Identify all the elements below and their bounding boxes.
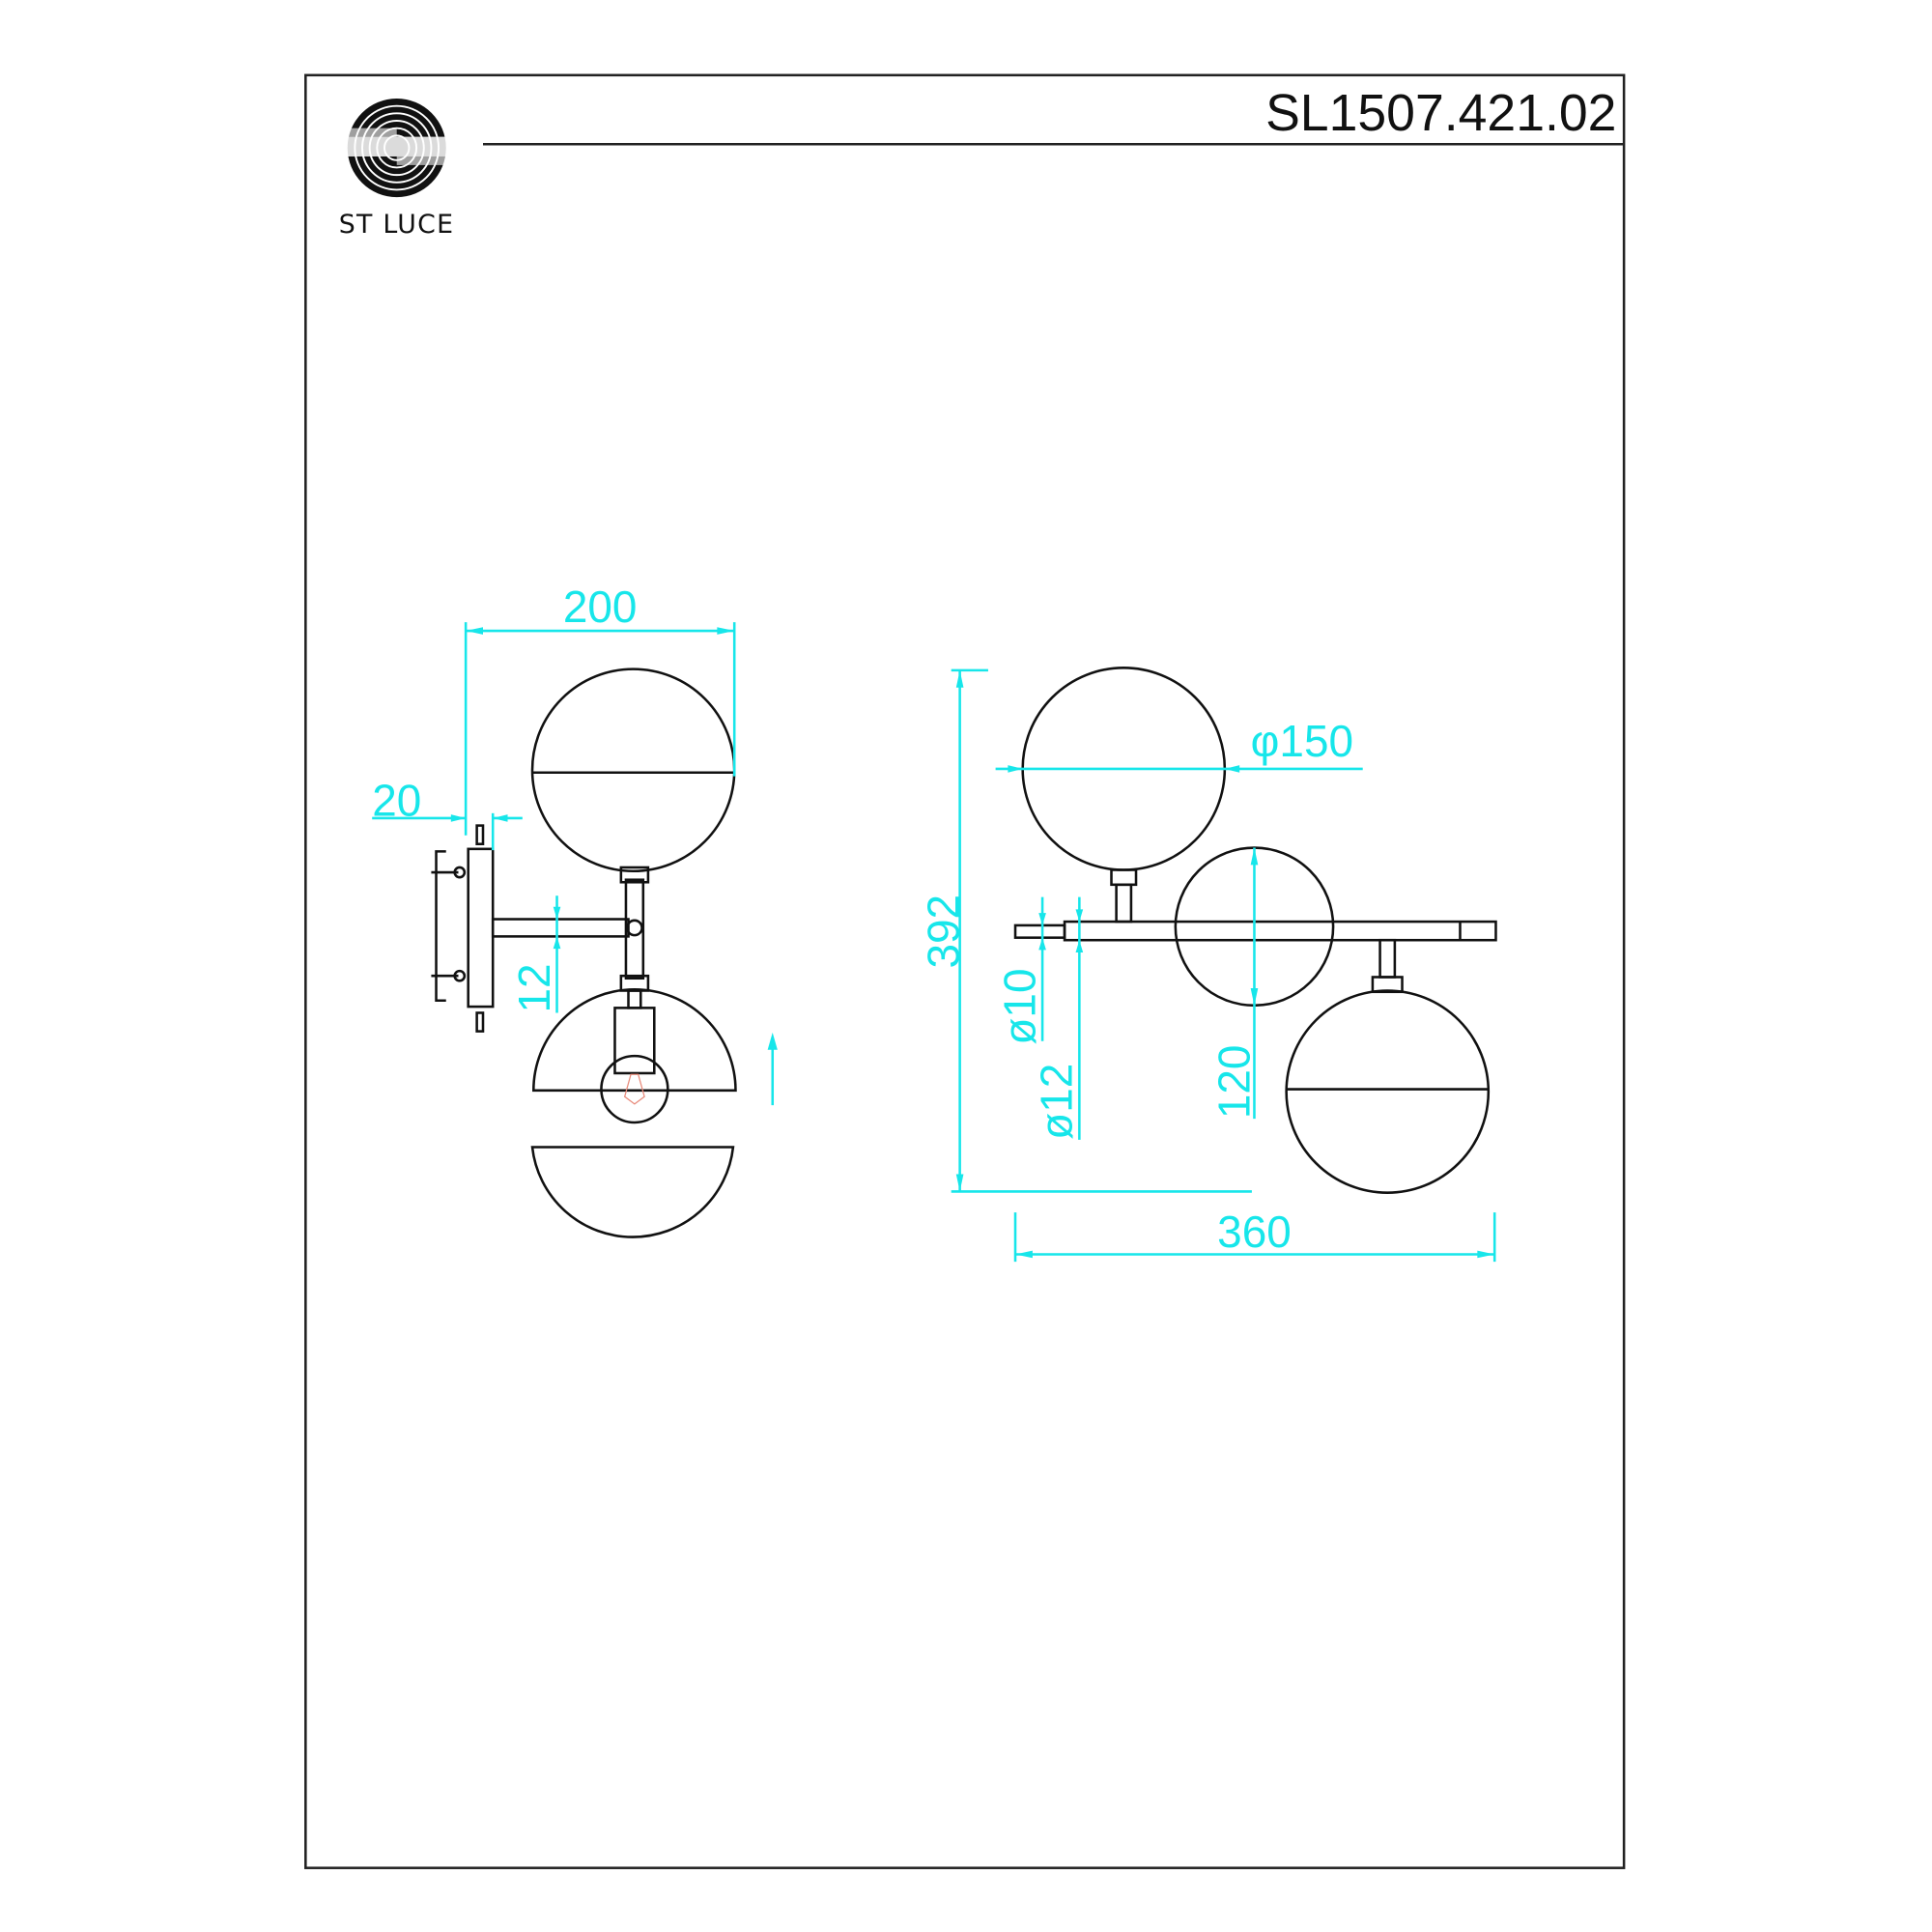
front-view-dimensions: 392 φ150 ø10 ø12 120 360: [918, 668, 1496, 1263]
dim-360: 360: [1217, 1207, 1292, 1257]
screw-icon: [431, 866, 467, 982]
dim-200: 200: [563, 582, 638, 632]
dim-o10: ø10: [994, 969, 1044, 1045]
front-view: [1013, 667, 1497, 1194]
dim-o12: ø12: [1032, 1064, 1082, 1140]
drawing-frame: [304, 73, 1626, 1869]
bulb-filament-icon: [623, 1073, 645, 1105]
dim-12: 12: [509, 963, 559, 1012]
dim-120: 120: [1208, 1045, 1259, 1120]
dim-392: 392: [918, 895, 968, 969]
dim-20: 20: [372, 775, 421, 825]
st-luce-logo-icon: [342, 99, 454, 198]
model-code: SL1507.421.02: [1265, 85, 1616, 142]
brand-name: ST LUCE: [339, 210, 455, 240]
side-view: [431, 668, 778, 1238]
dim-phi150: φ150: [1251, 716, 1353, 766]
side-view-dimensions: 200 20 12: [372, 582, 736, 1013]
